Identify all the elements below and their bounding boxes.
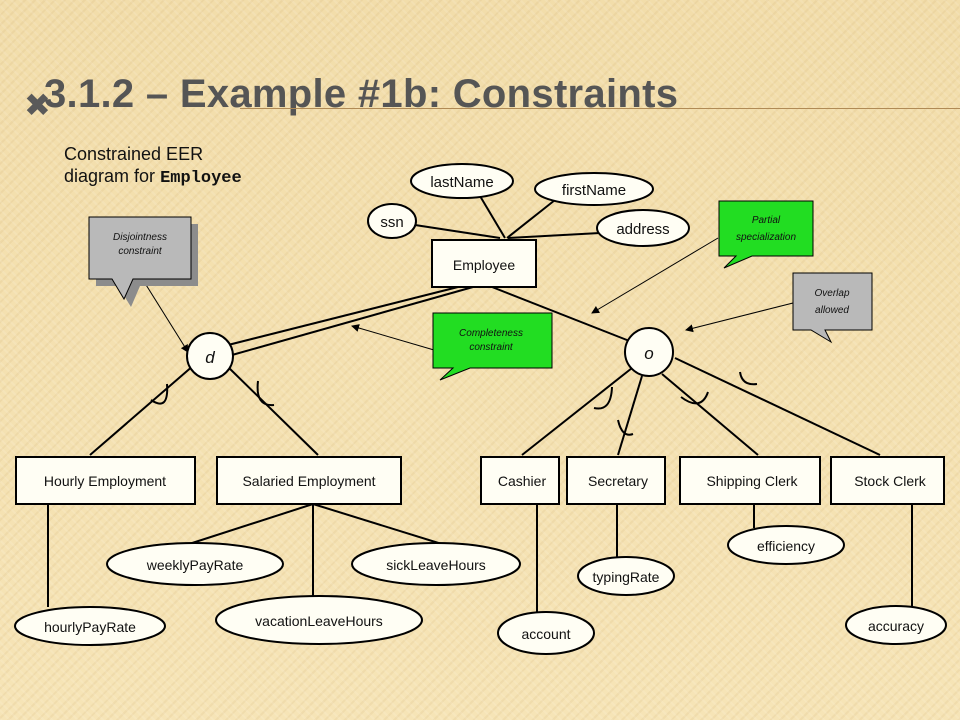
subclass-stock-label: Stock Clerk: [854, 473, 927, 489]
overlap-links: [521, 357, 881, 456]
title-bullet-icon: ✖: [24, 87, 51, 123]
attribute-hourlypayrate-label: hourlyPayRate: [44, 619, 136, 635]
callout-partial-line2: specialization: [736, 232, 796, 243]
attribute-hourlypayrate[interactable]: hourlyPayRate: [14, 606, 166, 646]
attribute-typingrate-label: typingRate: [593, 569, 660, 585]
caption-text: diagram for: [64, 166, 156, 186]
employee-attribute-links: [414, 195, 601, 239]
overlap-circle[interactable]: o: [624, 327, 674, 377]
disjoint-circle-label: d: [205, 348, 215, 367]
disjoint-circle[interactable]: d: [186, 332, 234, 380]
callout-arrows: [142, 237, 794, 353]
subclass-attribute-links: [47, 503, 913, 612]
caption-line-1: Constrained EER: [64, 144, 204, 164]
attribute-efficiency[interactable]: efficiency: [727, 525, 845, 565]
subclass-hourly-employment[interactable]: Hourly Employment: [15, 456, 196, 505]
attribute-firstname[interactable]: firstName: [534, 172, 654, 206]
attribute-address[interactable]: address: [596, 209, 690, 247]
callout-overlap: Overlap allowed: [792, 272, 873, 344]
attribute-account[interactable]: account: [497, 611, 595, 655]
callout-completeness-line1: Completeness: [459, 328, 523, 339]
attribute-accuracy[interactable]: accuracy: [845, 605, 947, 645]
attribute-ssn-label: ssn: [380, 214, 403, 231]
attribute-efficiency-label: efficiency: [757, 538, 815, 554]
attribute-accuracy-label: accuracy: [868, 618, 924, 634]
attribute-weeklypayrate-label: weeklyPayRate: [146, 557, 244, 573]
subclass-salaried-label: Salaried Employment: [242, 473, 375, 489]
attribute-ssn[interactable]: ssn: [367, 203, 417, 239]
caption-entity-code: Employee: [160, 169, 242, 188]
disjoint-links: [89, 364, 319, 456]
callout-overlap-line1: Overlap: [814, 288, 849, 299]
subclass-hourly-label: Hourly Employment: [44, 473, 166, 489]
attribute-account-label: account: [521, 626, 570, 642]
attribute-sickleavehours[interactable]: sickLeaveHours: [351, 542, 521, 586]
subclass-salaried-employment[interactable]: Salaried Employment: [216, 456, 402, 505]
diagram-caption: Constrained EER diagram for Employee: [64, 143, 242, 190]
callout-overlap-line2: allowed: [815, 305, 849, 316]
attribute-typingrate[interactable]: typingRate: [577, 556, 675, 596]
attribute-firstname-label: firstName: [562, 182, 626, 199]
callout-completeness-line2: constraint: [469, 342, 514, 353]
attribute-lastname[interactable]: lastName: [410, 163, 514, 199]
specialization-links: [227, 286, 633, 356]
attribute-address-label: address: [616, 221, 669, 238]
subclass-shipping-label: Shipping Clerk: [706, 473, 798, 489]
attribute-vacationleavehours-label: vacationLeaveHours: [255, 613, 383, 629]
callout-disjointness-line1: Disjointness: [113, 232, 167, 243]
callout-disjointness-line2: constraint: [118, 246, 163, 257]
subclass-secretary-label: Secretary: [588, 473, 648, 489]
callout-disjointness: Disjointness constraint: [88, 216, 198, 307]
title-underline: [240, 108, 960, 109]
subclass-secretary[interactable]: Secretary: [566, 456, 666, 505]
subclass-shipping-clerk[interactable]: Shipping Clerk: [679, 456, 821, 505]
callout-completeness: Completeness constraint: [432, 312, 553, 381]
employee-entity[interactable]: Employee: [431, 239, 537, 288]
overlap-circle-label: o: [644, 344, 653, 363]
caption-line-2: diagram for Employee: [64, 165, 242, 190]
subclass-cashier-label: Cashier: [498, 473, 547, 489]
subclass-stock-clerk[interactable]: Stock Clerk: [830, 456, 945, 505]
attribute-sickleavehours-label: sickLeaveHours: [386, 557, 486, 573]
subclass-cashier[interactable]: Cashier: [480, 456, 560, 505]
callout-partial: Partial specialization: [718, 200, 814, 269]
attribute-vacationleavehours[interactable]: vacationLeaveHours: [215, 595, 423, 645]
attribute-weeklypayrate[interactable]: weeklyPayRate: [106, 542, 284, 586]
employee-entity-label: Employee: [453, 257, 515, 273]
attribute-lastname-label: lastName: [430, 174, 493, 191]
callout-partial-line1: Partial: [752, 215, 781, 226]
